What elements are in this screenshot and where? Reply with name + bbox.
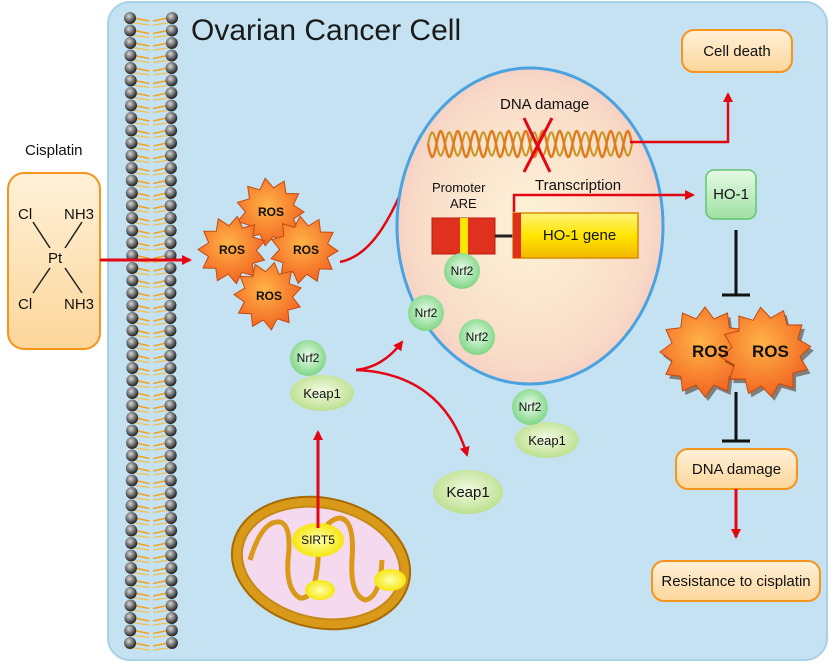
- nrf2-translocating: [408, 295, 444, 331]
- ros-cluster-right: [659, 306, 814, 401]
- ros-label-1: ROS: [258, 205, 285, 219]
- cell-death-label: Cell death: [703, 42, 771, 60]
- sirt5-label: SIRT5: [301, 533, 335, 547]
- dna-to-celldeath-arrow: [630, 92, 733, 144]
- transcription-label: Transcription: [535, 177, 622, 194]
- ho1-label: HO-1: [713, 186, 749, 203]
- ho1-gene-block: [512, 212, 639, 259]
- ho1-box: [705, 169, 757, 220]
- dna-damage-x-icon: [522, 117, 554, 173]
- cisplatin-cl-top: Cl: [18, 206, 33, 223]
- nrf2-translocating-label: Nrf2: [414, 306, 438, 320]
- nrf2-nuclear: [459, 319, 495, 355]
- keap1-complex-right-label: Keap1: [528, 432, 566, 448]
- resistance-label: Resistance to cisplatin: [661, 572, 811, 590]
- transcription-arrow: [512, 190, 695, 212]
- promoter-label: Promoter: [432, 180, 486, 195]
- complex-to-keap1-arrow: [355, 368, 470, 457]
- cell-membrane: [124, 12, 178, 651]
- nrf2-complex-left: [290, 340, 326, 376]
- ho1-gene-label: HO-1 gene: [542, 227, 617, 244]
- cisplatin-bonds: [32, 221, 83, 294]
- dna-helix: [426, 129, 634, 159]
- keap1-complex-left: [290, 375, 354, 411]
- are-label: ARE: [450, 196, 477, 211]
- keap1-complex-right: [515, 422, 579, 458]
- nucleus-dna-damage-label: DNA damage: [500, 96, 590, 113]
- are-element: [460, 218, 468, 254]
- mitochondrion: [230, 495, 412, 631]
- ros-label-4: ROS: [256, 289, 283, 303]
- nrf2-at-promoter: [444, 253, 480, 289]
- keap1-free: [433, 470, 503, 514]
- cisplatin-pt: Pt: [48, 250, 63, 267]
- keap1-free-label: Keap1: [446, 483, 490, 501]
- nrf2-nuclear-label: Nrf2: [465, 330, 489, 344]
- cisplatin-nh3-bottom: NH3: [64, 296, 95, 313]
- nrf2-complex-right: [512, 389, 548, 425]
- cell-death-box: [681, 29, 793, 73]
- ros-right-label-1: ROS: [692, 342, 729, 361]
- diagram-title: Ovarian Cancer Cell: [191, 14, 462, 47]
- nrf2-promoter-label: Nrf2: [450, 264, 474, 278]
- ros-label-3: ROS: [293, 243, 320, 257]
- sirt5-marker: [292, 523, 344, 557]
- keap1-complex-left-label: Keap1: [303, 385, 341, 401]
- cisplatin-cl-bottom: Cl: [18, 296, 33, 313]
- resistance-box: [651, 560, 821, 602]
- gene-start-band: [513, 213, 521, 258]
- cisplatin-nh3-top: NH3: [64, 206, 95, 223]
- ros-label-2: ROS: [219, 243, 246, 257]
- cisplatin-label: Cisplatin: [25, 142, 83, 159]
- ros-cluster: [197, 177, 339, 331]
- ros-right-label-2: ROS: [752, 342, 789, 361]
- nrf2-complex-right-label: Nrf2: [518, 400, 542, 414]
- dna-damage-outcome-label: DNA damage: [691, 460, 782, 478]
- nrf2-complex-left-label: Nrf2: [296, 351, 320, 365]
